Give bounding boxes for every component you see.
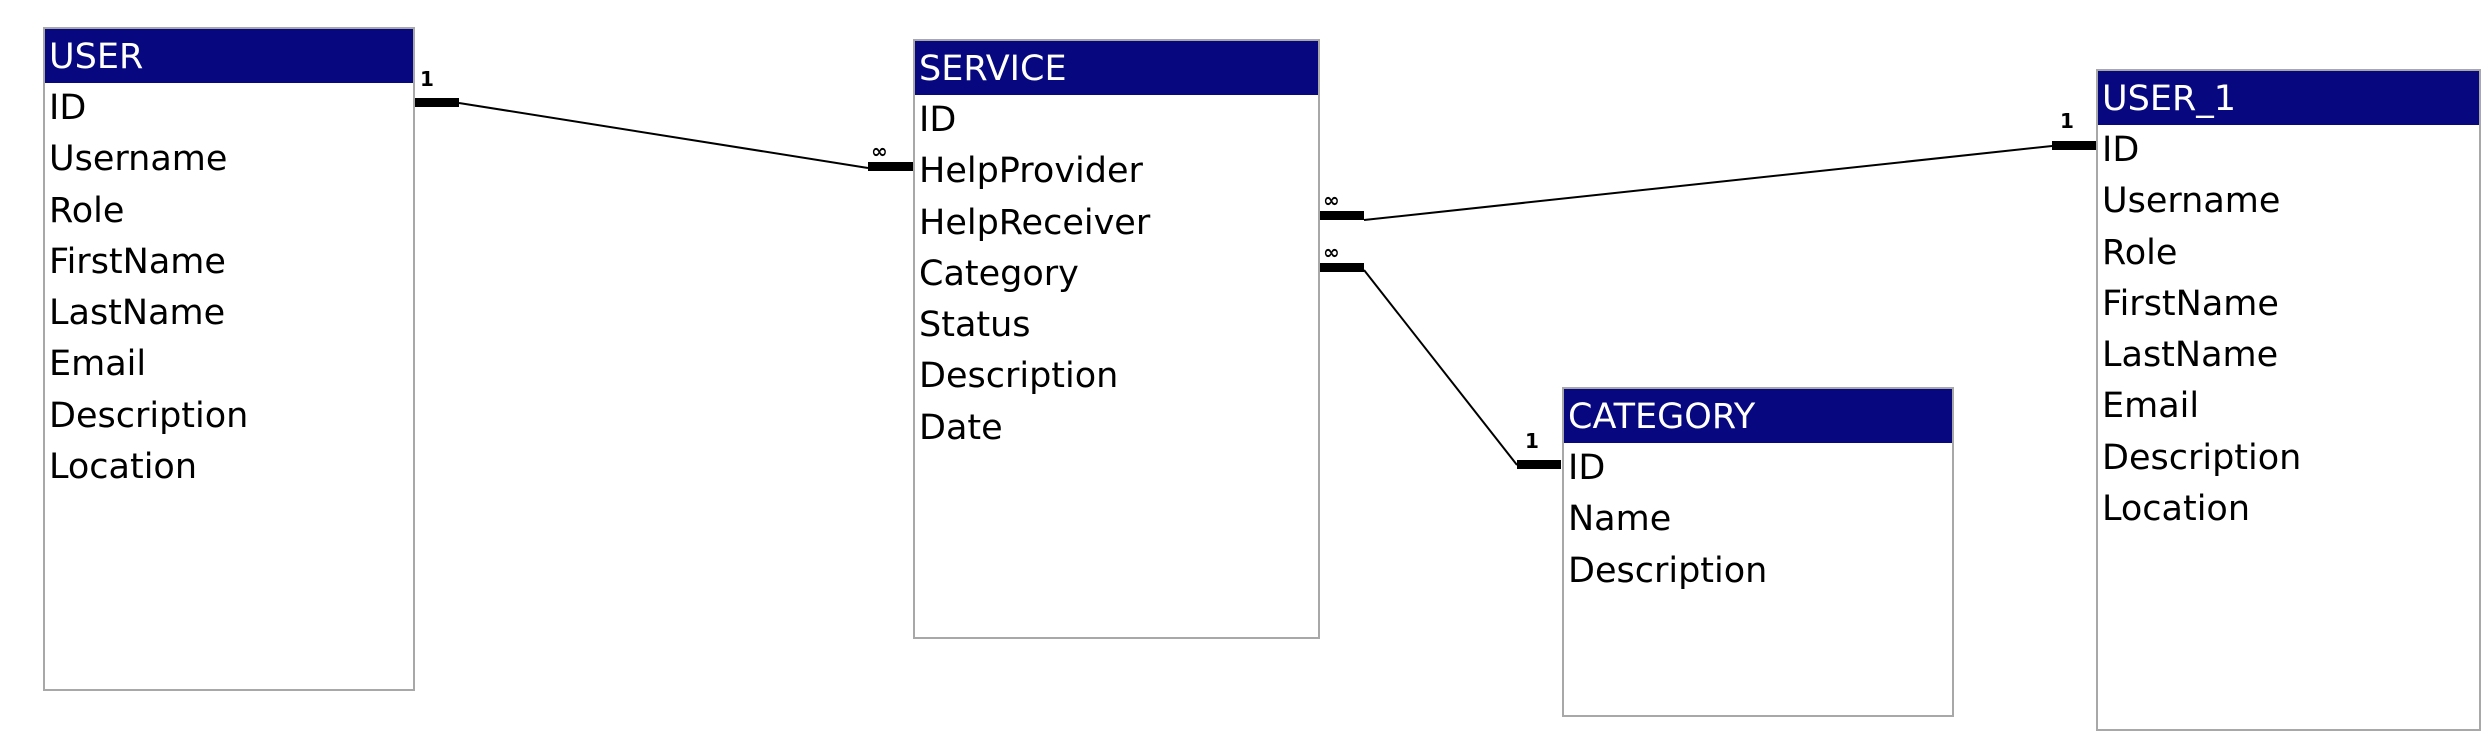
field-helpprovider[interactable]: HelpProvider <box>919 151 1143 192</box>
cardinality-one-label: 1 <box>1525 429 1539 453</box>
field-email[interactable]: Email <box>2102 386 2200 427</box>
field-list: ID Username Role FirstName LastName Emai… <box>2098 125 2479 535</box>
table-user-1[interactable]: USER_1 ID Username Role FirstName LastNa… <box>2096 69 2481 731</box>
relationship-user1-service[interactable]: ∞ 1 <box>1320 109 2096 221</box>
table-title[interactable]: CATEGORY <box>1564 389 1952 443</box>
field-location[interactable]: Location <box>2102 489 2251 530</box>
field-description[interactable]: Description <box>49 395 249 436</box>
field-list: ID Username Role FirstName LastName Emai… <box>45 83 413 493</box>
field-list: ID HelpProvider HelpReceiver Category St… <box>915 95 1318 454</box>
field-category[interactable]: Category <box>919 253 1079 294</box>
table-title[interactable]: USER <box>45 29 413 83</box>
field-username[interactable]: Username <box>2102 181 2281 222</box>
table-user[interactable]: USER ID Username Role FirstName LastName… <box>43 27 415 691</box>
cardinality-many-label: ∞ <box>1323 240 1340 264</box>
field-location[interactable]: Location <box>49 447 198 488</box>
field-description[interactable]: Description <box>2102 437 2302 478</box>
field-id[interactable]: ID <box>1568 448 1606 488</box>
field-firstname[interactable]: FirstName <box>2102 283 2279 324</box>
field-date[interactable]: Date <box>919 407 1003 448</box>
field-id[interactable]: ID <box>919 100 957 140</box>
field-id[interactable]: ID <box>2102 130 2140 170</box>
field-list: ID Name Description <box>1564 443 1952 597</box>
cardinality-one-label: 1 <box>2060 109 2074 133</box>
field-name[interactable]: Name <box>1568 499 1672 540</box>
field-lastname[interactable]: LastName <box>49 293 226 334</box>
field-lastname[interactable]: LastName <box>2102 335 2279 376</box>
cardinality-many-label: ∞ <box>1323 188 1340 212</box>
field-description[interactable]: Description <box>919 356 1119 397</box>
field-firstname[interactable]: FirstName <box>49 241 226 282</box>
field-role[interactable]: Role <box>2102 232 2178 273</box>
cardinality-many-label: ∞ <box>871 139 888 163</box>
table-category[interactable]: CATEGORY ID Name Description <box>1562 387 1954 717</box>
field-email[interactable]: Email <box>49 344 147 385</box>
table-title[interactable]: SERVICE <box>915 41 1318 95</box>
field-username[interactable]: Username <box>49 139 228 180</box>
table-title[interactable]: USER_1 <box>2098 71 2479 125</box>
relationship-category-service[interactable]: ∞ 1 <box>1320 240 1561 469</box>
field-status[interactable]: Status <box>919 305 1031 346</box>
field-description[interactable]: Description <box>1568 550 1768 591</box>
relationship-user-service[interactable]: 1 ∞ <box>415 67 913 171</box>
field-id[interactable]: ID <box>49 88 87 128</box>
cardinality-one-label: 1 <box>420 67 434 91</box>
table-service[interactable]: SERVICE ID HelpProvider HelpReceiver Cat… <box>913 39 1320 639</box>
field-helpreceiver[interactable]: HelpReceiver <box>919 202 1151 243</box>
field-role[interactable]: Role <box>49 190 125 231</box>
